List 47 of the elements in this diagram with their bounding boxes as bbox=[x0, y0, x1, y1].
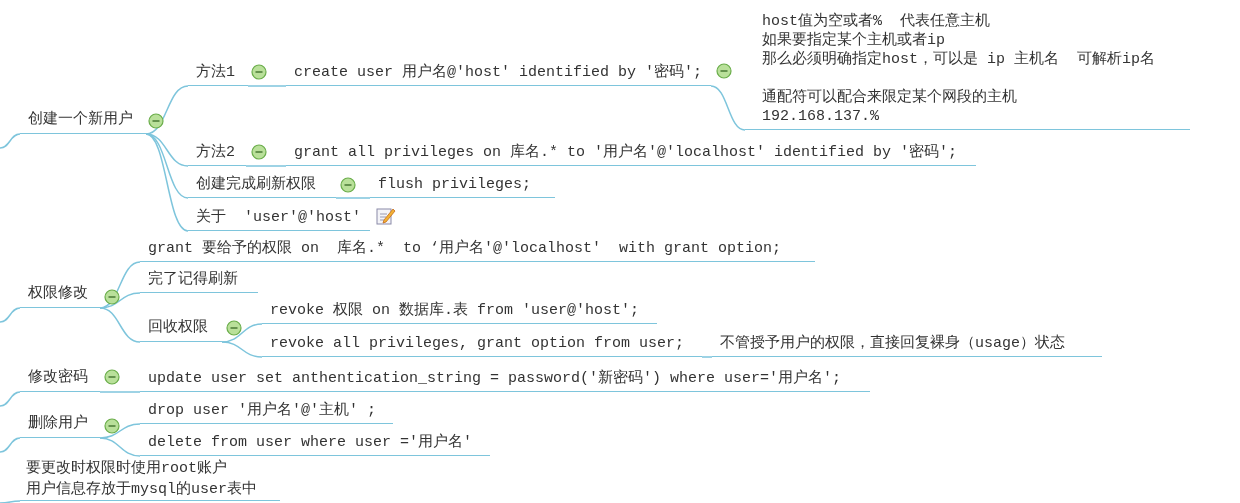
branch-line bbox=[99, 437, 141, 457]
topic-label: 关于 'user'@'host' bbox=[188, 207, 370, 231]
branch-line bbox=[145, 133, 189, 232]
topic-label: 删除用户 bbox=[20, 412, 100, 438]
note-line: host值为空或者% 代表任意主机 bbox=[762, 12, 991, 31]
branch-line bbox=[99, 391, 141, 393]
topic-label: delete from user where user ='用户名' bbox=[140, 432, 490, 456]
branch-line bbox=[99, 423, 141, 439]
topic-label: 创建完成刷新权限 bbox=[188, 174, 336, 198]
topic-label: update user set anthentication_string = password('新密码') where user='用户名'; bbox=[140, 368, 870, 392]
branch-line bbox=[701, 356, 713, 358]
topic-label: 方法1 bbox=[188, 62, 248, 86]
topic-label: 修改密码 bbox=[20, 366, 100, 392]
note-line: 要更改时权限时使用root账户 bbox=[26, 458, 228, 479]
topic-label: create user 用户名@'host' identified by '密码'; bbox=[286, 62, 711, 86]
branch-line bbox=[0, 500, 21, 503]
topic-label: grant 要给予的权限 on 库名.* to ‘用户名'@'localhost' with grant option; bbox=[140, 238, 815, 262]
branch-line bbox=[247, 85, 287, 87]
branch-line bbox=[0, 391, 21, 407]
note-line: 192.168.137.% bbox=[762, 107, 881, 126]
branch-line bbox=[99, 292, 141, 309]
topic-label: drop user '用户名'@'主机' ; bbox=[140, 400, 393, 424]
note-line: 那么必须明确指定host，可以是 ip 主机名 可解析ip名 bbox=[762, 50, 1157, 69]
topic-label: 方法2 bbox=[188, 142, 246, 166]
branch-line bbox=[99, 307, 141, 343]
topic-label: 回收权限 bbox=[140, 316, 222, 342]
topic-label: revoke 权限 on 数据库.表 from 'user@'host'; bbox=[262, 300, 657, 324]
topic-label: 权限修改 bbox=[20, 282, 100, 308]
note-topic bbox=[20, 458, 280, 501]
topic-label: 不管授予用户的权限，直接回复裸身（usage）状态 bbox=[712, 333, 1102, 357]
note-line: 通配符可以配合来限定某个网段的主机 bbox=[762, 88, 1018, 107]
note-line: 如果要指定某个主机或者ip bbox=[762, 31, 946, 50]
branch-line bbox=[335, 197, 371, 199]
note-topic bbox=[745, 12, 1190, 130]
note-line: 用户信息存放于mysql的user表中 bbox=[26, 479, 258, 500]
branch-line bbox=[0, 307, 21, 323]
branch-line bbox=[145, 133, 189, 167]
topic-label: flush privileges; bbox=[370, 174, 555, 198]
topic-label: 创建一个新用户 bbox=[20, 108, 146, 134]
branch-line bbox=[0, 437, 21, 453]
topic-label: revoke all privileges, grant option from user; bbox=[262, 333, 702, 357]
branch-line bbox=[0, 133, 21, 149]
topic-label: grant all privileges on 库名.* to '用户名'@'localhost' identified by '密码'; bbox=[286, 142, 976, 166]
branch-line bbox=[221, 341, 263, 358]
topic-label: 完了记得刷新 bbox=[140, 269, 258, 293]
branch-line bbox=[245, 165, 287, 167]
branch-line bbox=[710, 85, 746, 131]
